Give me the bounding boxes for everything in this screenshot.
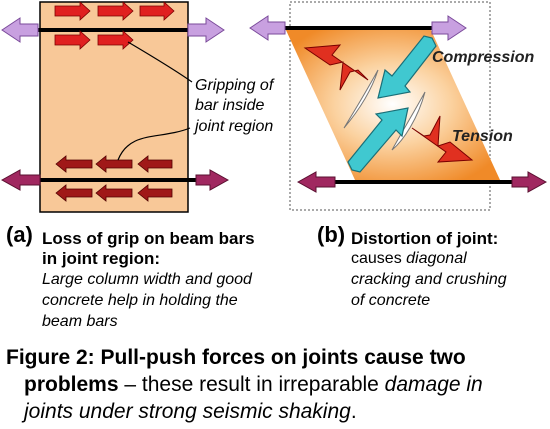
pull-arrow-top-right — [187, 17, 225, 43]
pull-arrow-b-top-left — [249, 15, 286, 41]
panel-b-tag: (b) — [317, 222, 346, 247]
panel-b-body-1-italic: diagonal — [406, 250, 467, 267]
push-arrow-b-bottom-left — [296, 171, 336, 193]
compression-strut — [347, 35, 437, 173]
annotation-line-3: joint region — [193, 118, 273, 135]
grip-arrow-bottom-2 — [95, 155, 133, 173]
panel-a-drawing: Gripping of bar inside joint region — [0, 1, 278, 213]
svg-text:Gripping of bar inside: Gripping of bar inside joint region — [193, 77, 278, 135]
panel-b-drawing: Compression Tension — [249, 1, 548, 211]
panel-a-body-3: beam bars — [42, 313, 118, 330]
push-arrow-bottom-right — [195, 169, 230, 191]
caption-plain: – these result in irreparable — [118, 373, 385, 396]
caption-italic-1: damage in — [384, 373, 483, 396]
grip-arrow-bottom-1 — [55, 155, 93, 173]
tension-arrow-upper-left — [303, 44, 369, 91]
annotation-line-1: Gripping of — [195, 77, 275, 94]
pull-arrow-b-top-right — [431, 15, 467, 41]
grip-arrow-top-3 — [139, 1, 175, 21]
leader-line-top — [127, 41, 193, 83]
grip-arrow-top-5 — [97, 30, 134, 50]
distorted-joint — [285, 28, 500, 180]
compression-label: Compression — [432, 49, 534, 66]
caption-end: . — [350, 400, 357, 423]
grip-arrow-top-1 — [54, 1, 91, 21]
panel-b-body-1-plain: causes — [351, 250, 407, 267]
panel-b-body-2: cracking and crushing — [351, 271, 507, 288]
figure-caption: Figure 2: Pull-push forces on joints cau… — [6, 344, 546, 425]
pull-arrow-top-left — [1, 17, 39, 43]
tension-arrow-lower-right — [411, 115, 474, 163]
grip-arrow-bottom-5 — [95, 184, 133, 202]
grip-arrow-bottom-3 — [137, 155, 173, 173]
caption-bold-1: Figure 2: Pull-push forces on joints cau… — [6, 346, 466, 369]
caption-bold-2: problems — [24, 373, 119, 396]
crack-right — [391, 91, 426, 151]
panel-a-heading-2: in joint region: — [42, 249, 161, 268]
push-arrow-bottom-left — [0, 169, 41, 191]
undeformed-outline — [289, 1, 491, 211]
panel-b-body-3: of concrete — [351, 292, 431, 309]
push-arrow-b-bottom-right — [511, 171, 548, 193]
annotation-line-2: bar inside — [195, 97, 264, 114]
grip-arrow-top-2 — [97, 1, 134, 21]
caption-italic-2: joints under strong seismic shaking — [24, 400, 351, 423]
crack-left — [343, 69, 379, 129]
panel-b-heading: Distortion of joint: — [351, 229, 499, 248]
grip-arrow-bottom-6 — [137, 184, 173, 202]
grip-arrow-top-4 — [54, 30, 91, 50]
panel-a-body-1: Large column width and good — [42, 271, 252, 288]
panel-b-body-1: causes diagonal — [351, 249, 467, 269]
diagram-svg: Gripping of bar inside joint region Comp… — [0, 1, 548, 213]
panel-a-body-2: concrete help in holding the — [42, 292, 238, 309]
leader-line-bottom — [117, 127, 191, 161]
tension-label: Tension — [452, 128, 513, 145]
grip-arrow-bottom-4 — [55, 184, 93, 202]
panel-a-tag: (a) — [6, 222, 33, 247]
panel-a-heading-1: Loss of grip on beam bars — [42, 229, 255, 248]
